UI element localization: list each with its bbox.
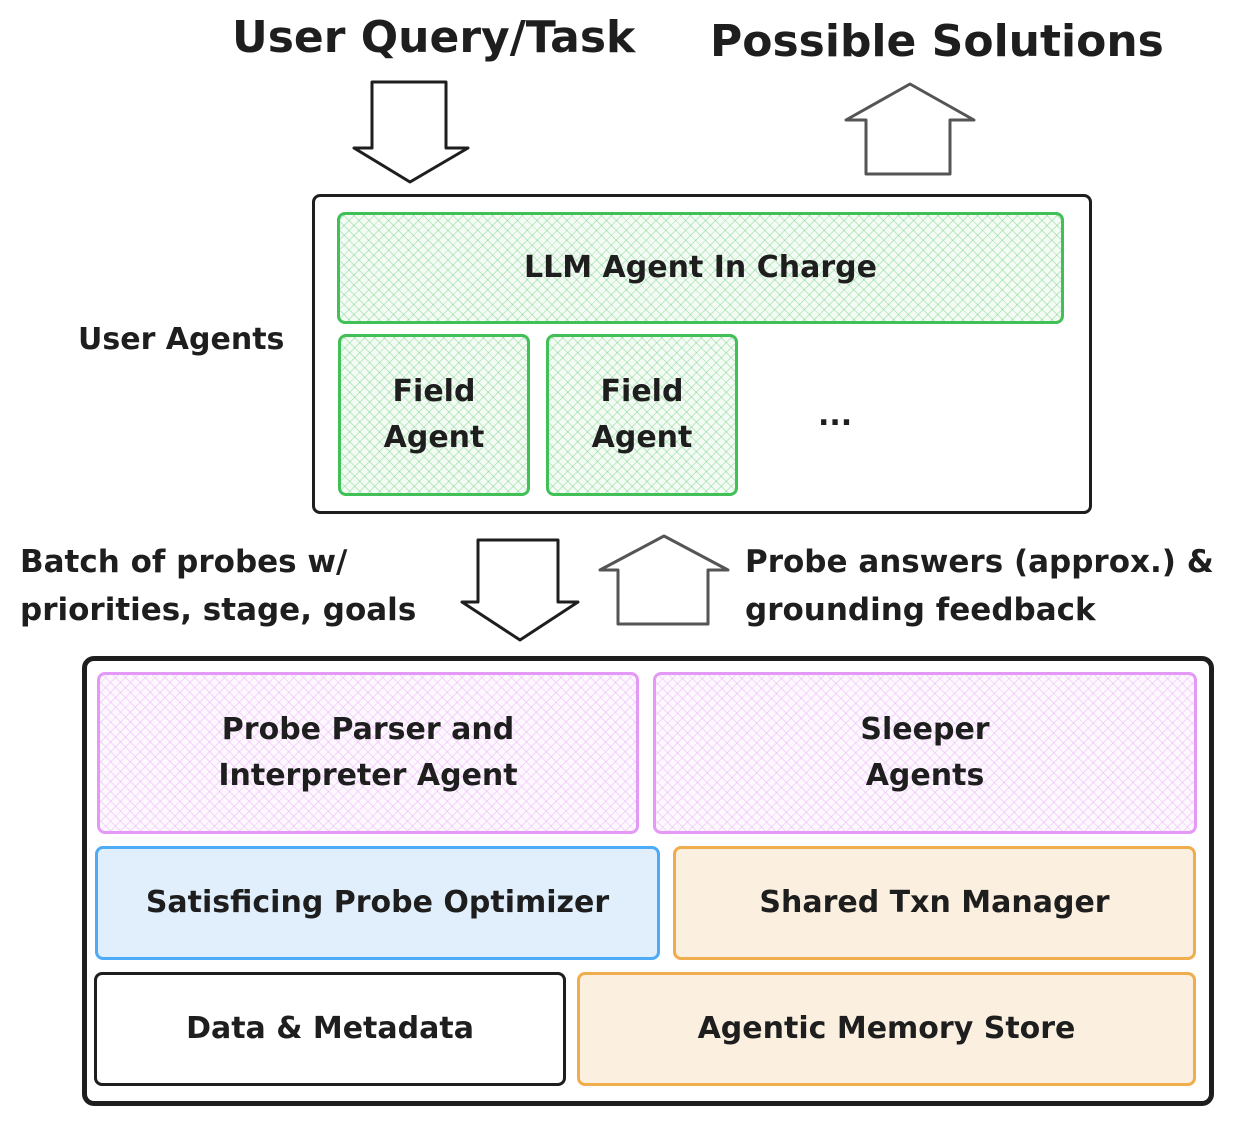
more-agents-ellipsis: ... (818, 398, 853, 433)
probes-down-arrow (460, 538, 580, 642)
user-agents-label: User Agents (78, 322, 285, 357)
sleeper-agents: Sleeper Agents (653, 672, 1197, 834)
sleeper-line-1: Sleeper (860, 711, 990, 747)
field-agent-1-line-1: Field (392, 373, 476, 409)
llm-agent-label: LLM Agent In Charge (524, 249, 877, 285)
memory-store-label: Agentic Memory Store (697, 1010, 1076, 1046)
user-query-label: User Query/Task (232, 12, 636, 63)
batch-line-2: priorities, stage, goals (20, 592, 417, 628)
field-agent-box-2: Field Agent (546, 334, 738, 496)
probe-parser-line-2: Interpreter Agent (218, 758, 518, 793)
optimizer-label: Satisficing Probe Optimizer (145, 884, 610, 920)
probe-parser-line-1: Probe Parser and (221, 711, 515, 747)
batch-of-probes-label: Batch of probes w/ priorities, stage, go… (20, 538, 416, 634)
solutions-up-arrow (844, 82, 976, 176)
query-down-arrow (352, 80, 470, 184)
probe-answers-label: Probe answers (approx.) & grounding feed… (745, 538, 1214, 634)
answers-line-1: Probe answers (approx.) & (745, 544, 1214, 580)
field-agent-2-line-2: Agent (591, 420, 693, 455)
possible-solutions-label: Possible Solutions (710, 16, 1164, 67)
satisficing-probe-optimizer: Satisficing Probe Optimizer (95, 846, 660, 960)
batch-line-1: Batch of probes w/ (20, 544, 348, 580)
llm-agent-in-charge: LLM Agent In Charge (337, 212, 1064, 324)
sleeper-line-2: Agents (865, 758, 985, 793)
txn-manager-label: Shared Txn Manager (759, 884, 1110, 920)
probe-parser-agent: Probe Parser and Interpreter Agent (97, 672, 639, 834)
field-agent-1-line-2: Agent (383, 420, 485, 455)
answers-up-arrow (598, 534, 730, 626)
field-agent-2-line-1: Field (600, 373, 684, 409)
shared-txn-manager: Shared Txn Manager (673, 846, 1196, 960)
agentic-memory-store: Agentic Memory Store (577, 972, 1196, 1086)
answers-line-2: grounding feedback (745, 592, 1096, 628)
data-metadata-label: Data & Metadata (186, 1010, 474, 1046)
data-metadata: Data & Metadata (94, 972, 566, 1086)
field-agent-box-1: Field Agent (338, 334, 530, 496)
